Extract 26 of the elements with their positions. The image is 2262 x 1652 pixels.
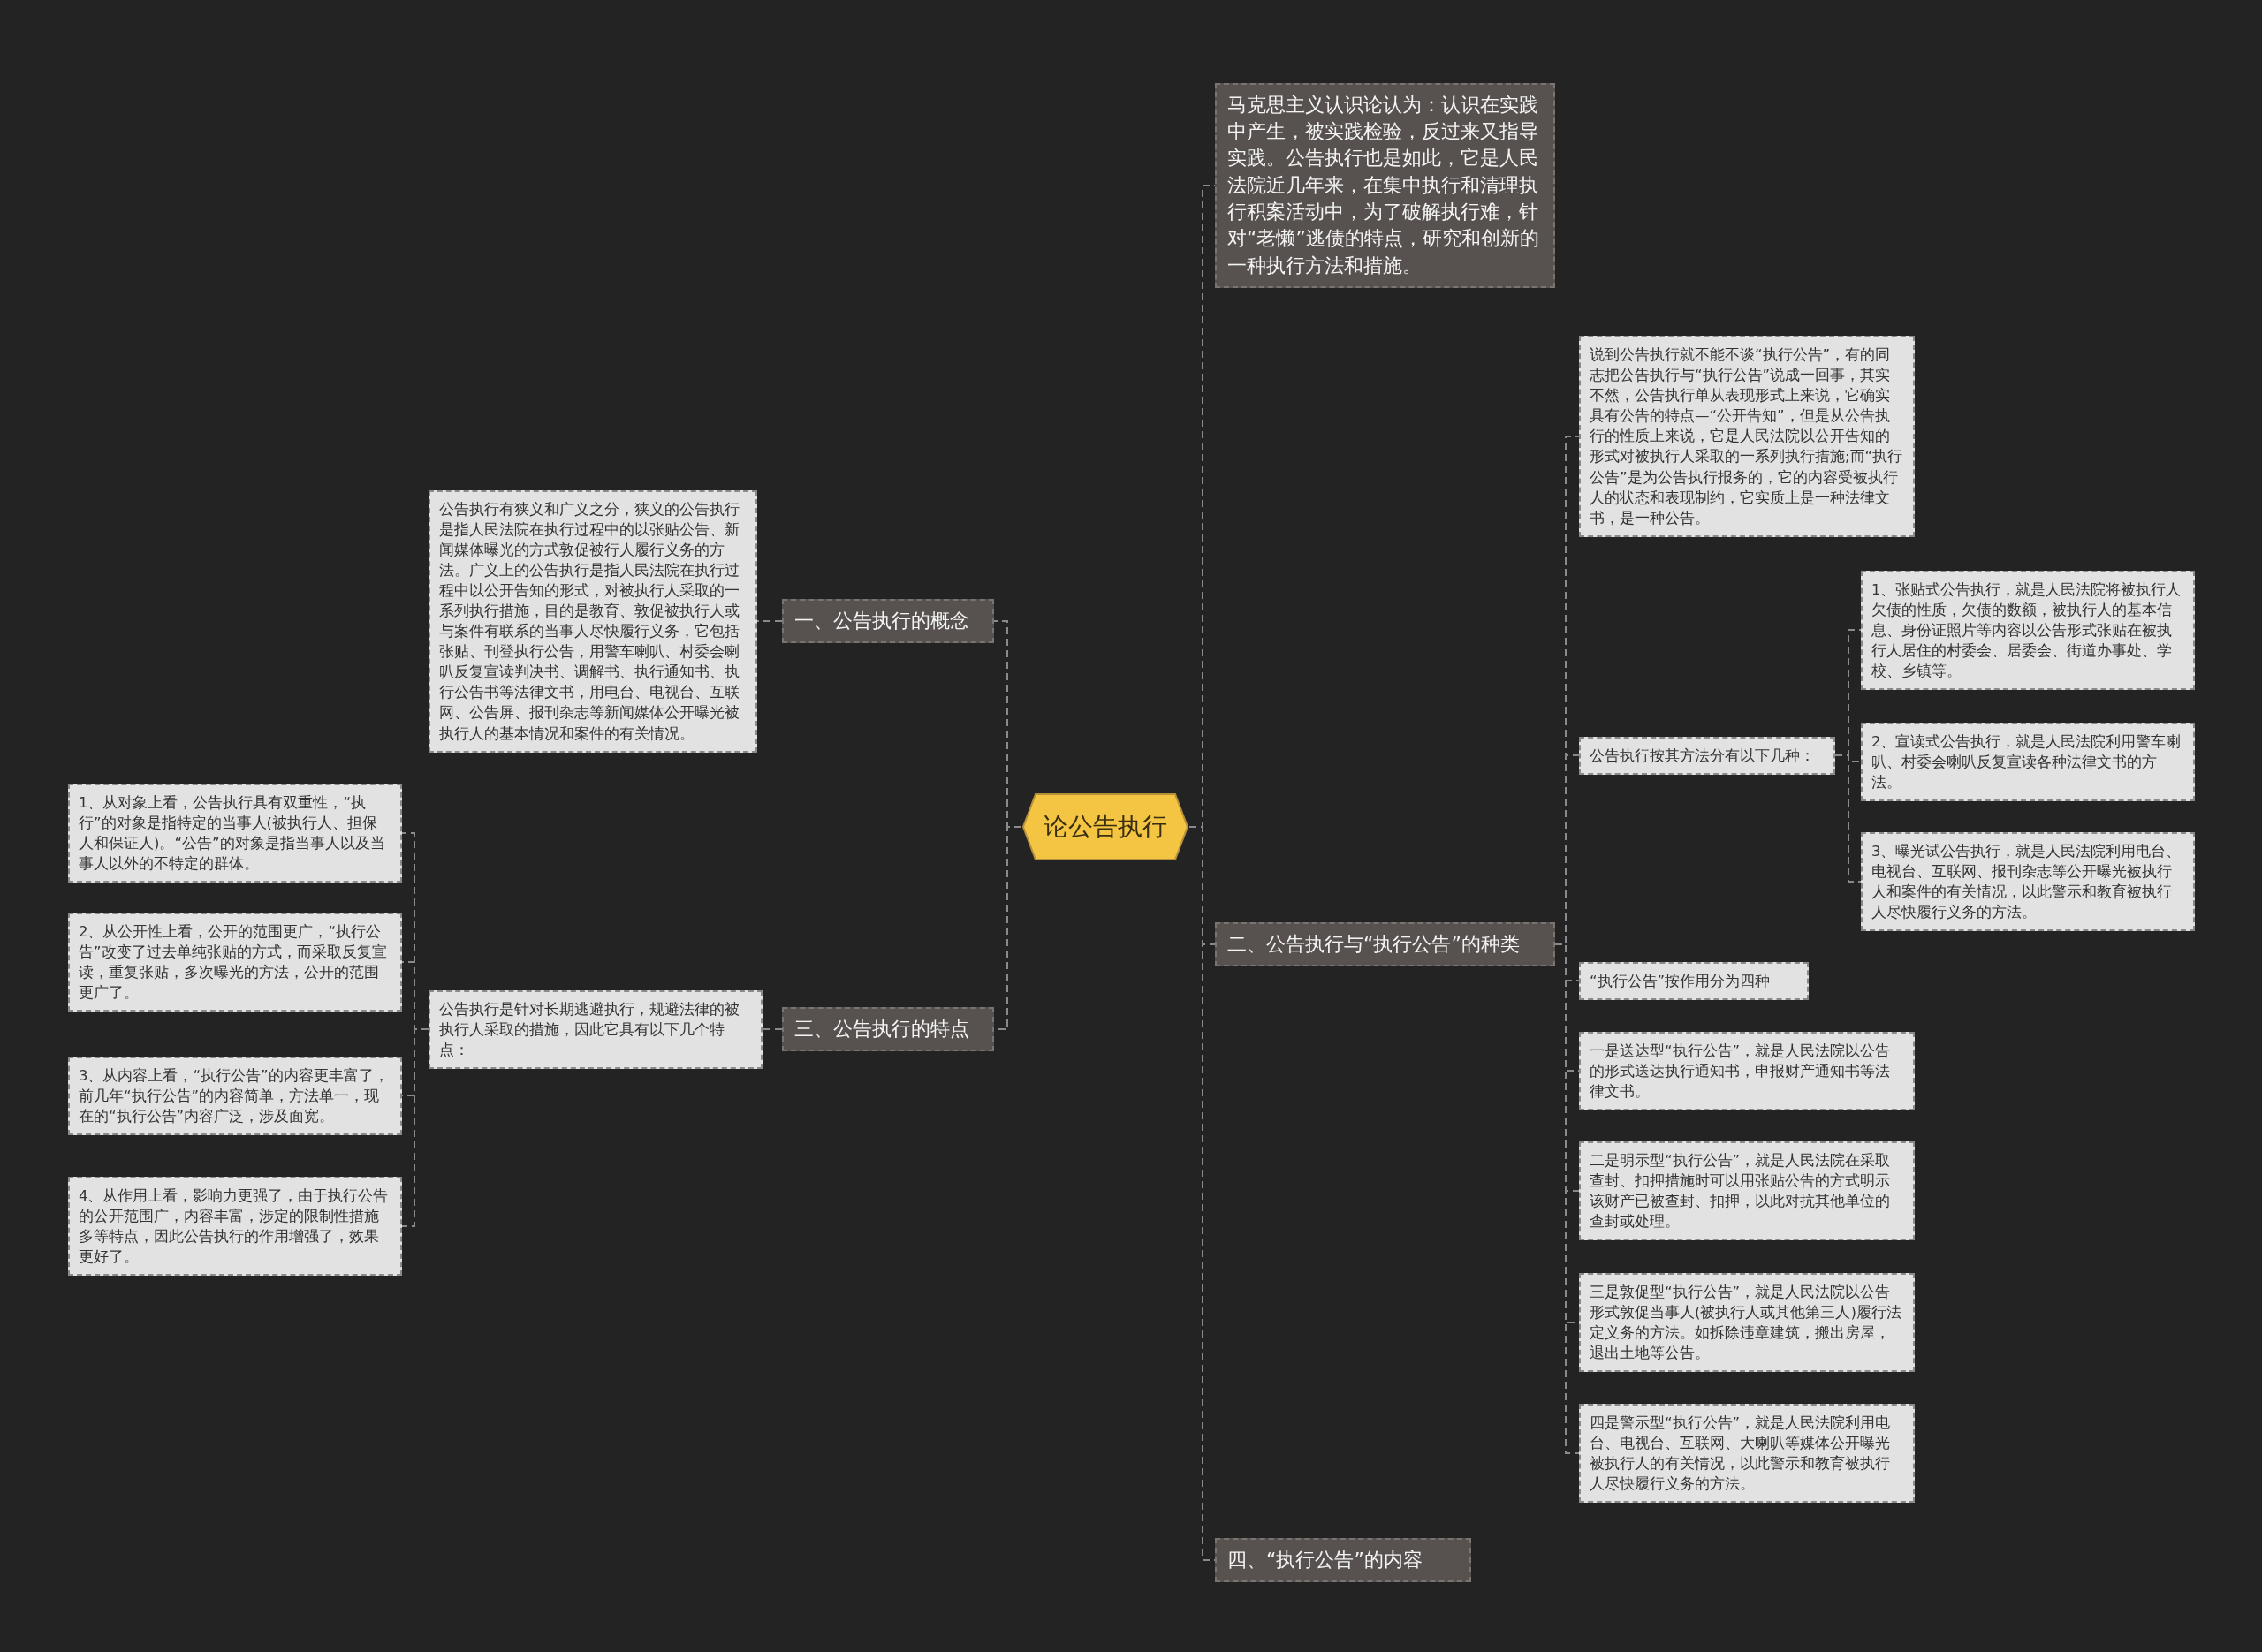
note-box: 公告执行有狭义和广义之分，狭义的公告执行是指人民法院在执行过程中的以张贴公告、新闻媒体曝光的方式敦促被行人履行义务的方法。广义上的公告执行是指人民法院在执行过程中以公开告知的形式，对被执行人采取的一系列执行措施，目的是教育、敦促被执行人或与案件有联系的当事人尽快履行义务，它包括张贴、刊登执行公告，用警车喇叭、村委会喇叭反复宣读判决书、调解书、执行通知书、执行公告书等法律文书，用电台、电视台、互联网、公告屏、报刊杂志等新闻媒体公开曝光被执行人的基本情况和案件的有关情况。 — [429, 489, 757, 753]
connector-line — [1834, 754, 1862, 883]
note-box: 2、宣读式公告执行，就是人民法院利用警车喇叭、村委会喇叭反复宣读各种法律文书的方法。 — [1861, 722, 2195, 801]
topic-box: 四、“执行公告”的内容 — [1215, 1538, 1471, 1583]
topic-box: 三、公告执行的特点 — [782, 1007, 994, 1052]
note-box: 1、张贴式公告执行，就是人民法院将被执行人欠债的性质，欠债的数额，被执行人的基本信息、身份证照片等内容以公告形式张贴在被执行人居住的村委会、居委会、街道办事处、学校、乡镇等。 — [1861, 570, 2195, 690]
topic-box: 马克思主义认识论认为：认识在实践中产生，被实践检验，反过来又指导实践。公告执行也是如此，它是人民法院近几年来，在集中执行和清理执行积案活动中，为了破解执行难，针对“老懒”逃债的特点，研究和创新的一种执行方法和措施。 — [1215, 82, 1555, 288]
connector-line — [401, 1028, 429, 1227]
note-box: 2、从公开性上看，公开的范围更广，“执行公告”改变了过去单纯张贴的方式，而采取反复宣读，重复张贴，多次曝光的方法，公开的范围更广了。 — [68, 913, 402, 1012]
note-box: 四是警示型“执行公告”，就是人民法院利用电台、电视台、互联网、大喇叭等媒体公开曝光被执行人的有关情况，以此警示和教育被执行人尽快履行义务的方法。 — [1579, 1404, 1915, 1504]
note-box: 二是明示型“执行公告”，就是人民法院在采取查封、扣押措施时可以用张贴公告的方式明示该财产已被查封、扣押，以此对抗其他单位的查封或处理。 — [1579, 1141, 1915, 1241]
connector-line — [756, 620, 783, 622]
topic-box: 二、公告执行与“执行公告”的种类 — [1215, 922, 1555, 967]
note-box: 4、从作用上看，影响力更强了，由于执行公告的公开范围广，内容丰富，涉定的限制性措施多等特点，因此公告执行的作用增强了，效果更好了。 — [68, 1177, 402, 1277]
topic-box: 一、公告执行的概念 — [782, 599, 994, 644]
note-box: 公告执行按其方法分有以下几种： — [1579, 736, 1835, 775]
note-box: 说到公告执行就不能不谈“执行公告”，有的同志把公告执行与“执行公告”说成一回事，其实不然，公告执行单从表现形式上来说，它确实具有公告的特点—“公开告知”，但是从公告执行的性质上来说，它是人民法院以公开告知的形式对被执行人采取的一系列执行措施;而“执行公告”是为公告执行报务的，它的内容受被执行人的状态和表现制约，它实质上是一种法律文书，是一种公告。 — [1579, 336, 1915, 537]
note-box: “执行公告”按作用分为四种 — [1579, 961, 1809, 1000]
note-box: 3、从内容上看，“执行公告”的内容更丰富了，前几年“执行公告”的内容简单，方法单一，现在的“执行公告”内容广泛，涉及面宽。 — [68, 1056, 402, 1135]
connector-line — [762, 1028, 783, 1030]
note-box: 三是敦促型“执行公告”，就是人民法院以公告形式敦促当事人(被执行人或其他第三人)履行法定义务的方法。如拆除违章建筑，搬出房屋，退出土地等公告。 — [1579, 1273, 1915, 1373]
central-topic: 论公告执行 — [1021, 792, 1189, 861]
note-box: 公告执行是针对长期逃避执行，规避法律的被执行人采取的措施，因此它具有以下几个特点： — [429, 989, 763, 1069]
note-box: 3、曝光试公告执行，就是人民法院利用电台、电视台、互联网、报刊杂志等公开曝光被执行人和案件的有关情况，以此警示和教育被执行人尽快履行义务的方法。 — [1861, 832, 2195, 932]
note-box: 1、从对象上看，公告执行具有双重性，“执行”的对象是指特定的当事人(被执行人、担保人和保证人)。“公告”的对象是指当事人以及当事人以外的不特定的群体。 — [68, 784, 402, 883]
note-box: 一是送达型“执行公告”，就是人民法院以公告的形式送达执行通知书，申报财产通知书等法律文书。 — [1579, 1031, 1915, 1110]
